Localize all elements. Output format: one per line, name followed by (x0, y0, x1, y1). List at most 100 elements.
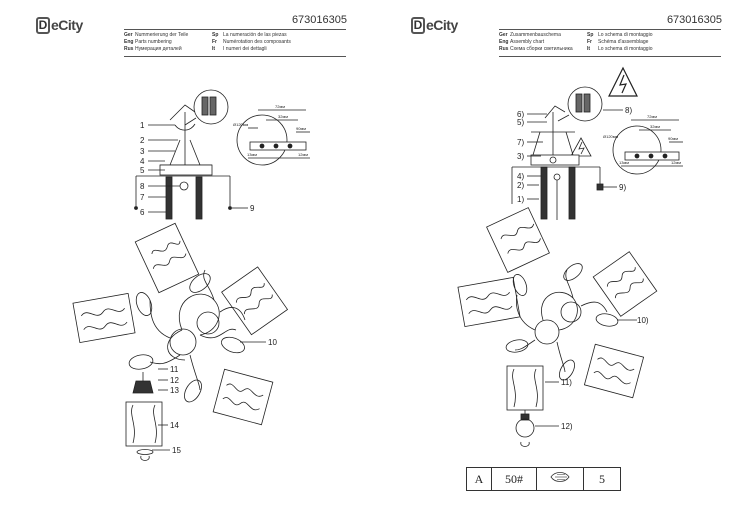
part-number: 9 (250, 204, 255, 213)
step-label: 5) (517, 118, 524, 127)
bulb-base-cell: A (466, 467, 492, 491)
step-label: 4) (517, 172, 524, 181)
bulb-count-cell: 5 (583, 467, 621, 491)
logo-mark: D (36, 16, 50, 34)
leaf-holder (505, 263, 619, 381)
single-shade-drawing (506, 365, 544, 414)
pendant-rods-drawing (134, 175, 232, 220)
dimension-label: 72мм (647, 114, 657, 119)
header-rule-bottom (499, 56, 721, 57)
part-number: 5 (140, 166, 145, 175)
dimension-label: 32мм (650, 124, 660, 129)
step-label: 1) (517, 195, 524, 204)
bulb-type-cell: 50# (491, 467, 537, 491)
header-rule-top (499, 29, 721, 30)
dimension-label: 13мм (247, 152, 257, 157)
logo-mark: D (411, 16, 425, 34)
bulb-icon-cell (536, 467, 584, 491)
step-label: 8) (625, 106, 632, 115)
part-number: 10 (268, 338, 277, 347)
dimension-label: 90мм (296, 126, 306, 131)
part-number: 4 (140, 157, 145, 166)
logo-text: eCity (51, 17, 83, 33)
brand-logo: D eCity (36, 16, 83, 34)
electric-warning-icon (570, 137, 592, 157)
bulb-spec-table: A 50# 5 (466, 467, 621, 491)
dimension-label: 13мм (619, 160, 629, 165)
dimension-label: 32мм (278, 114, 288, 119)
dimension-label: 90мм (668, 136, 678, 141)
part-number: 12 (170, 376, 179, 385)
step-label: 3) (517, 152, 524, 161)
electric-warning-icon (608, 66, 638, 97)
part-number-labels: 1 2 3 4 5 8 7 6 9 10 11 12 13 14 15 (140, 121, 277, 455)
dimension-labels: 72мм 32мм Ø120мм 90мм 13мм 12мм (233, 104, 308, 157)
lamp-frame-drawing (149, 269, 246, 391)
leader-lines (527, 109, 637, 427)
ceiling-mount-drawing (159, 104, 213, 176)
leaf-holder (128, 273, 245, 403)
logo-text: eCity (426, 17, 458, 33)
dimension-label: 72мм (275, 104, 285, 109)
step-label: 9) (619, 183, 626, 192)
dimension-label: Ø120мм (603, 134, 619, 139)
part-number: 6 (140, 208, 145, 217)
header-rule-top (124, 29, 346, 30)
parts-diagram: 1 2 3 4 5 8 7 6 9 10 11 12 13 14 15 72мм… (72, 89, 310, 461)
dimension-label: 12мм (671, 160, 681, 165)
dimension-labels: 72мм 32мм Ø120мм 90мм 13мм 12мм (603, 114, 681, 165)
ceiling-mount-drawing (530, 105, 580, 166)
glass-shade (221, 266, 289, 336)
brand-logo: D eCity (411, 16, 458, 34)
canopy-dimension-drawing (612, 119, 683, 175)
part-number: 14 (170, 421, 179, 430)
step-label: 11) (561, 378, 572, 387)
screw-ring-drawing (136, 449, 154, 461)
assembly-diagram: 6) 5) 8) 7) 3) 4) 2) 1) 9) 10) 11) 12) 7… (457, 66, 683, 447)
bulb-spec-row: A 50# 5 (466, 467, 621, 491)
leader-lines (148, 124, 266, 451)
pendant-rods-drawing (511, 166, 604, 220)
part-number: 1 (140, 121, 145, 130)
glass-shade (486, 207, 550, 273)
zoom-connector-drawing (557, 86, 603, 122)
step-label: 6) (517, 110, 524, 119)
glass-shade (212, 368, 274, 426)
lamp-frame-drawing (514, 269, 608, 373)
dimension-label: 12мм (298, 152, 308, 157)
article-code: 673016305 (291, 14, 347, 26)
glass-shade (457, 276, 521, 328)
step-labels: 6) 5) 8) 7) 3) 4) 2) 1) 9) 10) 11) 12) (517, 106, 649, 431)
part-number: 7 (140, 193, 145, 202)
single-shade-drawing (125, 401, 163, 447)
dimension-label: Ø120мм (233, 122, 249, 127)
glass-shade (134, 222, 200, 294)
part-number: 11 (170, 365, 179, 374)
glass-shade (72, 292, 136, 344)
step-label: 7) (517, 138, 524, 147)
socket-drawing (132, 372, 154, 394)
glass-shade (583, 343, 645, 399)
header-rule-bottom (124, 56, 346, 57)
bulb-drawing (515, 413, 535, 447)
bulb-icon (550, 472, 570, 482)
